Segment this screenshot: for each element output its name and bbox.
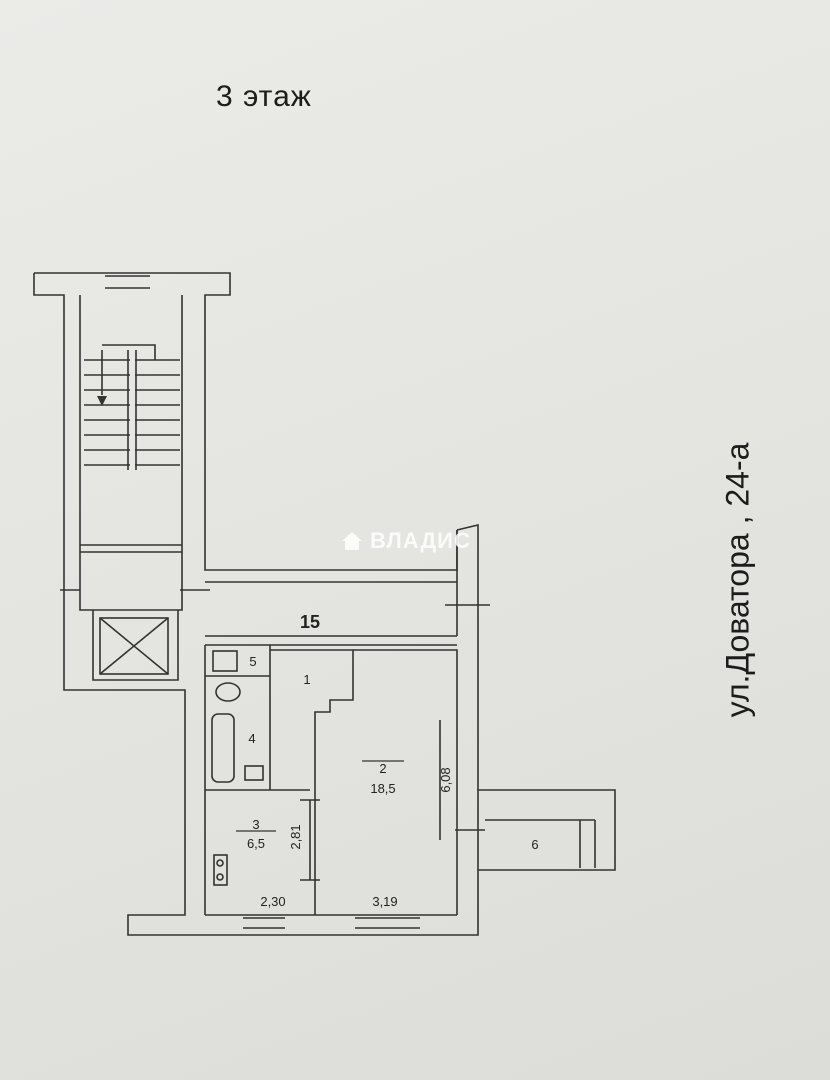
room-2-area: 18,5	[370, 781, 395, 796]
right-wall	[456, 523, 479, 790]
elevator-cross	[99, 617, 169, 675]
watermark: ВЛАДИС	[340, 528, 471, 554]
toilet-icon	[215, 682, 241, 702]
door-ticks	[60, 589, 490, 831]
room2-walls	[353, 649, 458, 915]
street-address: ул.Доватора , 24-а	[719, 442, 756, 718]
windows-bottom	[243, 917, 420, 929]
house-icon	[342, 532, 362, 550]
elevator-shaft	[92, 610, 179, 681]
room2-width-dim: 3,19	[372, 894, 397, 909]
floor-label: 3 этаж	[216, 80, 312, 113]
hall-walls	[270, 649, 354, 915]
stairs-arrow-icon	[97, 396, 107, 406]
wet-area-walls	[204, 645, 310, 915]
room-3-area: 6,5	[247, 836, 265, 851]
room-4-number: 4	[248, 731, 255, 746]
stairwell-inner	[79, 295, 183, 611]
window-top	[105, 275, 150, 289]
stairs-right	[135, 359, 180, 466]
watermark-text: ВЛАДИС	[370, 528, 471, 553]
elevator-cab	[99, 617, 169, 675]
room-6-number: 6	[531, 837, 538, 852]
room-2-number: 2	[379, 761, 386, 776]
room2-height-dim: 6,08	[438, 767, 453, 792]
room-3-number: 3	[252, 817, 259, 832]
corridor-walls	[205, 581, 457, 646]
bathtub-icon	[211, 713, 235, 783]
flat-number: 15	[300, 612, 320, 632]
stairwell-wall-top	[34, 272, 458, 571]
stairs-arrow-line	[101, 344, 156, 395]
room-1-number: 1	[303, 672, 310, 687]
room3-width-dim: 2,30	[260, 894, 285, 909]
room3-dim-line	[300, 799, 320, 881]
room-5-number: 5	[249, 654, 256, 669]
balcony-6	[485, 819, 596, 868]
landing-line	[80, 544, 182, 553]
washbasin-icon	[244, 765, 264, 781]
stairs-divider	[127, 350, 137, 470]
stairs-left	[84, 359, 130, 466]
room3-height-dim: 2,81	[288, 824, 303, 849]
sink-box	[212, 650, 238, 672]
outer-wall	[33, 273, 616, 936]
stove-icon	[213, 854, 228, 886]
